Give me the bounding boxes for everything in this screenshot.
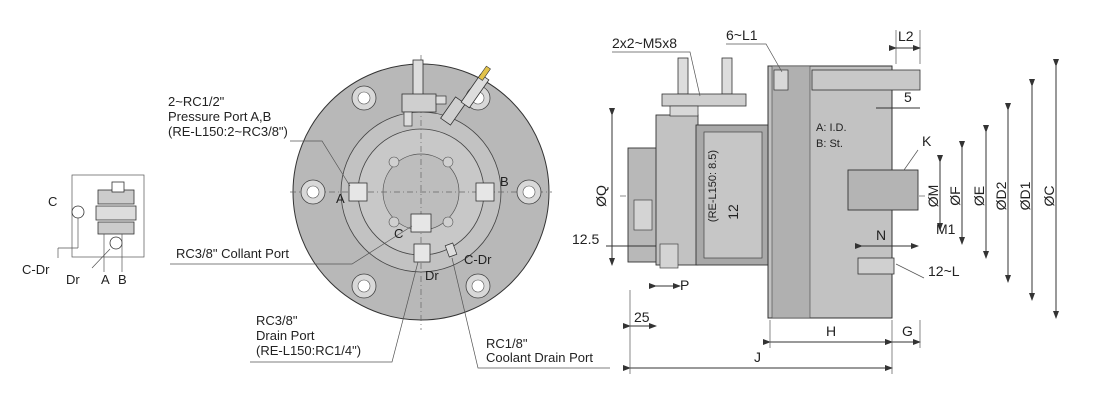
drain-port-line2: Drain Port bbox=[256, 328, 315, 343]
schematic-line bbox=[91, 248, 111, 269]
mounting-bolt-top bbox=[811, 69, 921, 91]
schematic-label-dr: Dr bbox=[66, 272, 80, 287]
schematic-valve-cap bbox=[111, 181, 125, 193]
coolant-drain-leader bbox=[451, 257, 610, 369]
pressure-port-leader bbox=[290, 140, 351, 187]
drain-port-line3: (RE-L150:RC1/4") bbox=[256, 343, 361, 358]
collant-port-label: RC3/8" Collant Port bbox=[176, 246, 289, 261]
mounting-hole-bore bbox=[357, 91, 371, 105]
dim-g: G bbox=[902, 323, 913, 339]
side-view: 2x2~M5x8 6~L1 L2 5 A: I.D. B: St. K ØQ (… bbox=[572, 27, 1059, 374]
port-b-fitting bbox=[475, 182, 495, 202]
dim-m: ØM bbox=[925, 185, 941, 208]
face-hole bbox=[442, 156, 454, 168]
dim-j: J bbox=[754, 349, 761, 365]
mounting-hole-bore bbox=[471, 279, 485, 293]
top-valve-assembly bbox=[401, 59, 491, 127]
coolant-drain-line2: Coolant Drain Port bbox=[486, 350, 593, 365]
front-label-b: B bbox=[500, 174, 509, 189]
front-view: 2~RC1/2" Pressure Port A,B (RE-L150:2~RC… bbox=[168, 55, 610, 369]
dim-f: ØF bbox=[947, 186, 963, 205]
hole-leader bbox=[726, 43, 783, 73]
face-hole bbox=[388, 156, 400, 168]
rotated-note: (RE-L150: 8.5) bbox=[707, 150, 719, 222]
bottom-bolt bbox=[857, 257, 895, 275]
front-label-dr: Dr bbox=[425, 268, 439, 283]
mounting-hole-bore bbox=[357, 279, 371, 293]
dim-k: K bbox=[922, 133, 932, 149]
hole-label: 6~L1 bbox=[726, 27, 758, 43]
accent-fitting bbox=[477, 65, 491, 81]
flange-rear-ring bbox=[771, 65, 811, 319]
dim-12: 12 bbox=[725, 204, 741, 220]
mounting-hole-bore bbox=[306, 185, 320, 199]
schematic-valve-bottom bbox=[97, 221, 135, 235]
port-c-dr-fitting bbox=[444, 242, 458, 258]
pressure-port-line1: 2~RC1/2" bbox=[168, 94, 225, 109]
screw-label: 2x2~M5x8 bbox=[612, 35, 677, 51]
collant-port-leader bbox=[170, 225, 413, 265]
front-label-a: A bbox=[336, 191, 345, 206]
port-a-fitting bbox=[348, 182, 368, 202]
dim-12-5: 12.5 bbox=[572, 231, 599, 247]
dim-l2: L2 bbox=[898, 28, 914, 44]
mounting-hole-bore bbox=[522, 185, 536, 199]
dim-c: ØC bbox=[1041, 186, 1057, 207]
schematic-label-c: C bbox=[48, 194, 57, 209]
dim-d1: ØD1 bbox=[1017, 181, 1033, 210]
dim-25: 25 bbox=[634, 309, 650, 325]
coolant-drain-line1: RC1/8" bbox=[486, 336, 528, 351]
front-label-c: C bbox=[394, 226, 403, 241]
dim-5: 5 bbox=[904, 89, 912, 105]
rear-housing bbox=[655, 114, 699, 266]
schematic-valve-mid bbox=[95, 205, 137, 221]
dim-q: ØQ bbox=[593, 185, 609, 207]
schematic-frame bbox=[71, 174, 145, 258]
bolt-head bbox=[773, 69, 789, 91]
front-label-c-dr: C-Dr bbox=[464, 252, 492, 267]
dim-p: P bbox=[680, 277, 689, 293]
dim-n: N bbox=[876, 227, 886, 243]
schematic-label-a: A bbox=[101, 272, 110, 287]
note-a: A: I.D. bbox=[816, 122, 847, 134]
port-dr-fitting bbox=[413, 243, 431, 263]
dim-m1: M1 bbox=[936, 221, 956, 237]
hydraulic-schematic: C C-Dr Dr A B bbox=[22, 174, 145, 287]
rear-port bbox=[633, 199, 653, 231]
note-b: B: St. bbox=[816, 138, 843, 150]
face-hole bbox=[442, 216, 454, 228]
schematic-port-dr-circle bbox=[109, 236, 123, 250]
top-valve-side bbox=[661, 57, 747, 117]
dim-h: H bbox=[826, 323, 836, 339]
face-hole bbox=[388, 216, 400, 228]
k-leader bbox=[903, 149, 919, 171]
dim-e: ØE bbox=[971, 186, 987, 206]
12l-leader bbox=[895, 263, 925, 279]
schematic-label-b: B bbox=[118, 272, 127, 287]
bottom-port bbox=[659, 243, 679, 269]
screw-leader bbox=[612, 51, 701, 97]
cylinder-window bbox=[703, 131, 763, 259]
dim-12l: 12~L bbox=[928, 263, 960, 279]
schematic-label-c-dr: C-Dr bbox=[22, 262, 50, 277]
port-c-fitting bbox=[410, 213, 432, 233]
drain-port-line1: RC3/8" bbox=[256, 313, 298, 328]
piston-rod bbox=[847, 169, 919, 211]
pressure-port-line3: (RE-L150:2~RC3/8") bbox=[168, 124, 288, 139]
pressure-port-line2: Pressure Port A,B bbox=[168, 109, 271, 124]
schematic-port-c-circle bbox=[71, 205, 85, 219]
dim-d2: ØD2 bbox=[993, 181, 1009, 210]
drain-port-leader bbox=[250, 261, 419, 363]
